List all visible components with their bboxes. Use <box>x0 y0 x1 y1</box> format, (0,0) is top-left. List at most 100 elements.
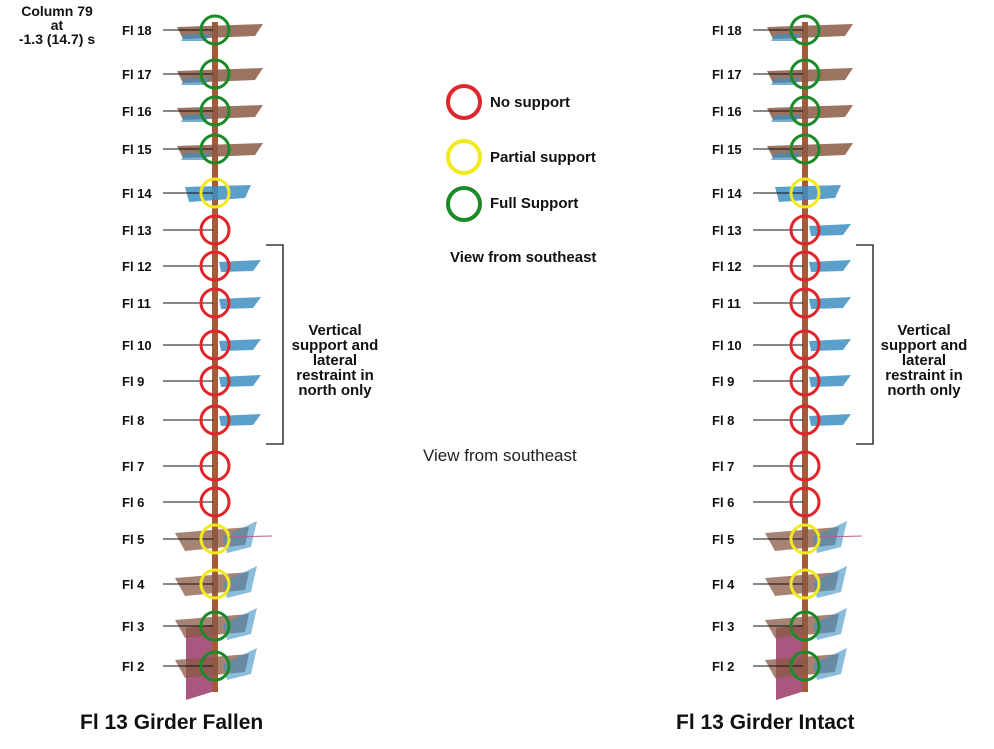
right-floor-label-fl-14: Fl 14 <box>712 186 742 201</box>
right-floor-label-fl-8: Fl 8 <box>712 413 734 428</box>
left-slab-fl-12 <box>219 260 261 272</box>
left-floor-label-fl-11: Fl 11 <box>122 296 151 311</box>
left-support-circle-fl-10 <box>199 329 231 361</box>
left-floor-label-fl-5: Fl 5 <box>122 532 144 547</box>
right-floor-label-fl-3: Fl 3 <box>712 619 734 634</box>
right-floor-label-fl-10: Fl 10 <box>712 338 742 353</box>
left-support-circle-fl-14 <box>199 177 231 209</box>
right-support-circle-fl-13 <box>789 214 821 246</box>
left-floor-label-fl-4: Fl 4 <box>122 577 145 592</box>
right-bracket-note: Vertical support and lateral restraint i… <box>880 322 968 399</box>
left-floor-label-fl-16: Fl 16 <box>122 104 152 119</box>
left-floor-label-fl-3: Fl 3 <box>122 619 144 634</box>
right-support-circle-fl-9 <box>789 365 821 397</box>
right-caption: Fl 13 Girder Intact <box>676 711 855 734</box>
legend-label-no-support: No support <box>490 94 570 111</box>
left-slab-blue-fl-2 <box>223 648 257 680</box>
left-support-circle-fl-18 <box>199 14 231 46</box>
left-support-circle-fl-16 <box>199 95 231 127</box>
left-support-circle-fl-4 <box>199 568 231 600</box>
right-bracket <box>856 244 874 445</box>
right-support-circle-fl-5 <box>789 523 821 555</box>
left-slab-blue-fl-3 <box>223 608 257 640</box>
right-support-circle-fl-7 <box>789 450 821 482</box>
left-floor-label-fl-18: Fl 18 <box>122 23 152 38</box>
right-floor-label-fl-4: Fl 4 <box>712 577 735 592</box>
right-support-circle-fl-16 <box>789 95 821 127</box>
left-floor-label-fl-13: Fl 13 <box>122 223 152 238</box>
right-pink-line <box>818 535 863 538</box>
column-title-block: Column 79 at -1.3 (14.7) s <box>4 4 110 46</box>
right-support-circle-fl-14 <box>789 177 821 209</box>
left-floor-label-fl-9: Fl 9 <box>122 374 144 389</box>
right-floor-label-fl-17: Fl 17 <box>712 67 742 82</box>
right-support-circle-fl-10 <box>789 329 821 361</box>
left-column-diagram: Fl 18 Fl 17 Fl 16 Fl 15 Fl 14 Fl 13 Fl 12 Fl 11… <box>122 14 284 700</box>
legend-partial-support-icon <box>446 139 482 175</box>
view-label-bold: View from southeast <box>450 249 597 266</box>
left-support-circle-fl-13 <box>199 214 231 246</box>
left-floor-label-fl-15: Fl 15 <box>122 142 152 157</box>
left-floor-label-fl-7: Fl 7 <box>122 459 144 474</box>
right-support-circle-fl-18 <box>789 14 821 46</box>
right-floor-label-fl-9: Fl 9 <box>712 374 734 389</box>
legend-label-partial-support: Partial support <box>490 149 596 166</box>
left-slab-fl-9 <box>219 375 261 387</box>
legend-no-support-icon <box>446 84 482 120</box>
view-label-plain: View from southeast <box>423 446 577 465</box>
right-floor-label-fl-13: Fl 13 <box>712 223 742 238</box>
legend-label-full-support: Full Support <box>490 195 579 212</box>
right-slab-blue-fl-4 <box>813 566 847 598</box>
left-support-circle-fl-7 <box>199 450 231 482</box>
left-bracket-note: Vertical support and lateral restraint i… <box>291 322 379 399</box>
left-support-circle-fl-2 <box>199 650 231 682</box>
left-floor-label-fl-6: Fl 6 <box>122 495 144 510</box>
right-support-circle-fl-12 <box>789 250 821 282</box>
left-column-line <box>212 22 218 692</box>
time-label: -1.3 (14.7) s <box>18 31 96 47</box>
right-floor-label-fl-7: Fl 7 <box>712 459 734 474</box>
left-support-circle-fl-17 <box>199 58 231 90</box>
right-slab-fl-11 <box>809 297 851 309</box>
right-slab-fl-12 <box>809 260 851 272</box>
right-floor-label-fl-16: Fl 16 <box>712 104 742 119</box>
left-caption: Fl 13 Girder Fallen <box>80 711 264 734</box>
left-floor-label-fl-17: Fl 17 <box>122 67 152 82</box>
left-slab-blue-fl-4 <box>223 566 257 598</box>
right-slab-fl-10 <box>809 339 851 351</box>
right-floor-label-fl-6: Fl 6 <box>712 495 734 510</box>
right-column-line <box>802 22 808 692</box>
left-floor-label-fl-8: Fl 8 <box>122 413 144 428</box>
left-floor-label-fl-2: Fl 2 <box>122 659 144 674</box>
right-slab-fl-9 <box>809 375 851 387</box>
left-floor-label-fl-14: Fl 14 <box>122 186 152 201</box>
left-slab-fl-10 <box>219 339 261 351</box>
left-support-circle-fl-5 <box>199 523 231 555</box>
right-slab-blue-fl-2 <box>813 648 847 680</box>
legend-symbols <box>446 84 482 222</box>
column-at: at <box>50 17 64 33</box>
right-support-circle-fl-3 <box>789 610 821 642</box>
left-pink-line <box>228 535 273 538</box>
column-title: Column 79 <box>21 3 93 19</box>
left-support-circle-fl-9 <box>199 365 231 397</box>
left-support-circle-fl-6 <box>199 486 231 518</box>
right-floor-label-fl-5: Fl 5 <box>712 532 734 547</box>
right-support-circle-fl-17 <box>789 58 821 90</box>
right-support-circle-fl-2 <box>789 650 821 682</box>
right-slab-fl-13 <box>809 224 851 236</box>
left-support-circle-fl-3 <box>199 610 231 642</box>
left-floor-label-fl-12: Fl 12 <box>122 259 152 274</box>
left-floor-label-fl-10: Fl 10 <box>122 338 152 353</box>
right-floor-label-fl-2: Fl 2 <box>712 659 734 674</box>
left-support-circle-fl-12 <box>199 250 231 282</box>
right-floor-label-fl-12: Fl 12 <box>712 259 742 274</box>
right-support-circle-fl-8 <box>789 404 821 436</box>
left-support-circle-fl-8 <box>199 404 231 436</box>
right-floor-label-fl-18: Fl 18 <box>712 23 742 38</box>
right-support-circle-fl-6 <box>789 486 821 518</box>
right-support-circle-fl-15 <box>789 133 821 165</box>
left-support-circle-fl-15 <box>199 133 231 165</box>
